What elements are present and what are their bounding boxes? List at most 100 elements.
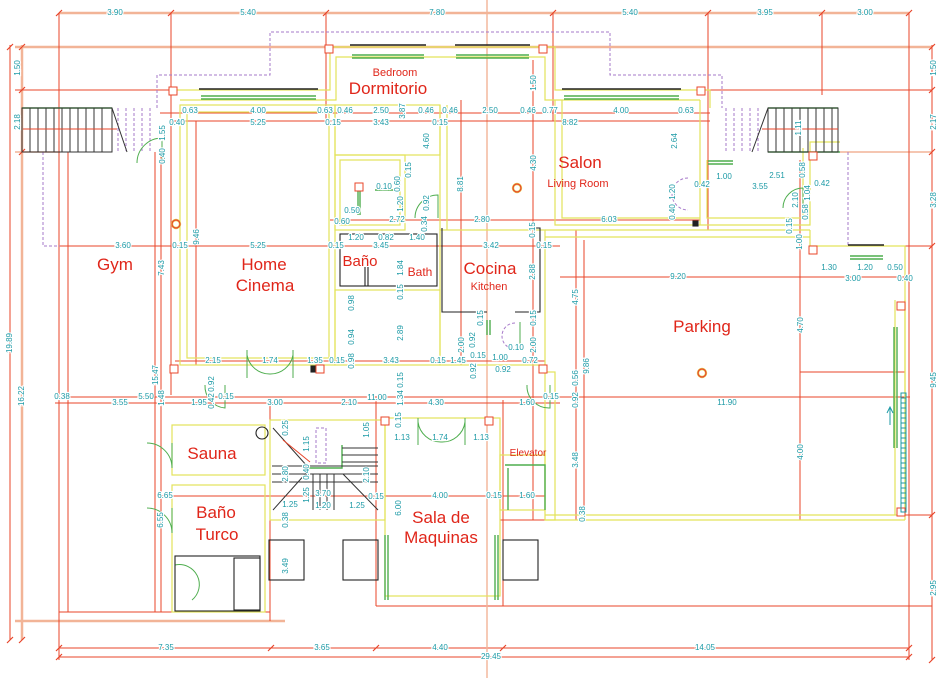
window-pane (308, 445, 343, 469)
dimension-label-interior: 5.25 (250, 241, 266, 250)
hidden-outline (315, 427, 327, 464)
dimension-label-interior: 1.25 (302, 487, 311, 503)
door-swing (246, 350, 294, 378)
dimension-label-top: 3.00 (857, 8, 873, 17)
hidden-outline (156, 31, 723, 108)
dimension-label-interior: 2.50 (482, 106, 498, 115)
room-label-bath: Bath (408, 265, 433, 279)
column-marker (808, 151, 818, 161)
window-pane (564, 95, 679, 100)
garage-ramp (886, 392, 907, 513)
dimension-label-interior: 0.15 (325, 118, 341, 127)
window-pane (456, 54, 529, 59)
dimension-label-bottom: 7.35 (158, 643, 174, 652)
dimension-label-interior: 0.72 (522, 356, 538, 365)
dimension-label-interior: 6.55 (156, 512, 165, 528)
room-label-gym: Gym (97, 255, 133, 274)
dimension-label-interior: 0.50 (344, 206, 360, 215)
wall-outline (334, 289, 441, 366)
window-pane (768, 107, 840, 153)
dimension-label-interior: 1.60 (519, 398, 535, 407)
wall-outline (334, 154, 406, 231)
dimension-label-interior: 1.11 (794, 120, 803, 136)
dimension-label-interior: 1.48 (157, 390, 166, 406)
dimension-label-interior: 1.74 (262, 356, 278, 365)
ramp-hatch (901, 397, 906, 504)
doors (136, 137, 804, 601)
dimension-label-interior: 0.15 (218, 392, 234, 401)
dimension-label-interior: 0.15 (394, 412, 403, 428)
stair-tread (312, 474, 335, 510)
dimension-label-interior: 1.00 (716, 172, 732, 181)
room-label-bedroom: Bedroom (373, 67, 418, 79)
dimension-label-interior: 7.43 (157, 260, 166, 276)
dimension-label-interior: 0.63 (182, 106, 198, 115)
column-marker (896, 301, 906, 311)
dimension-label-interior: 5.25 (250, 118, 266, 127)
dimension-label-interior: 1.20 (315, 501, 331, 510)
room-label-parking: Parking (673, 317, 731, 336)
dimension-label-interior: 0.42 (814, 179, 830, 188)
wall-outline (545, 514, 905, 521)
dimension-label-bottom: 3.65 (314, 643, 330, 652)
door-swing (136, 137, 163, 164)
stair-tread (342, 447, 378, 463)
dimension-label-interior: 0.58 (801, 204, 810, 220)
dimension-label-interior: 2.64 (670, 133, 679, 149)
dimension-label-bottom: 14.05 (695, 643, 716, 652)
dimension-label-interior: 3.55 (752, 182, 768, 191)
dimension-label-interior: 1.20 (348, 233, 364, 242)
door-swing (146, 442, 173, 469)
dimension-label-interior: 0.15 (529, 310, 538, 326)
dimension-label-interior: 0.50 (887, 263, 903, 272)
room-label-cocina: Cocina (464, 259, 517, 278)
dimension-label-interior: 3.48 (571, 452, 580, 468)
dimension-label-interior: 0.15 (430, 356, 446, 365)
dimension-label-interior: 0.92 (207, 376, 216, 392)
wall-outline (554, 100, 700, 226)
dimension-label-interior: 4.70 (796, 317, 805, 333)
window-pane (850, 255, 883, 260)
drain-marker (512, 183, 522, 193)
dimension-label-interior: 0.15 (329, 356, 345, 365)
dimension-label-interior: 0.40 (302, 464, 311, 480)
dimension-label-interior: 6.03 (601, 215, 617, 224)
structural-grid (55, 0, 910, 678)
door-swing (204, 384, 226, 409)
window-pane (352, 54, 424, 59)
grid-line (575, 230, 585, 520)
dimension-label-interior: 0.92 (495, 365, 511, 374)
fixture-outline (342, 539, 379, 581)
dimension-label-interior: 2.89 (396, 325, 405, 341)
dimension-label-interior: 0.92 (571, 392, 580, 408)
dimension-label-interior: 1.00 (795, 234, 804, 250)
wall-outline (172, 46, 711, 108)
dimension-label-interior: 2.10 (341, 398, 357, 407)
dimension-label-interior: 1.84 (396, 260, 405, 276)
dimension-label-right: 3.28 (929, 192, 938, 208)
dimension-label-interior: 4.00 (613, 106, 629, 115)
dimension-label-interior: 0.92 (468, 332, 477, 348)
dimension-label-interior: 0.46 (520, 106, 536, 115)
room-label-bano: Baño (342, 253, 377, 270)
dimension-label-interior: 0.77 (542, 106, 558, 115)
dimension-label-interior: 1.95 (191, 398, 207, 407)
dimension-label-interior: 2.51 (769, 171, 785, 180)
dimension-label-interior: 1.13 (473, 433, 489, 442)
door-swing (414, 194, 439, 219)
dimension-label-interior: 3.42 (483, 241, 499, 250)
wall-outline (699, 100, 840, 226)
dimension-label-interior: 0.15 (528, 222, 537, 238)
hidden-outline (847, 152, 905, 247)
room-label-elevator: Elevator (510, 448, 547, 459)
dimension-label-top: 7.80 (429, 8, 445, 17)
dimension-label-interior: 0.15 (328, 241, 344, 250)
room-label-bano-turco-1: Baño (196, 503, 236, 522)
door-swing (501, 322, 516, 350)
dimension-label-interior: 4.30 (428, 398, 444, 407)
dimension-label-interior: 4.75 (571, 289, 580, 305)
dimension-label-interior: 1.34 (396, 390, 405, 406)
dimension-label-interior: 0.15 (785, 218, 794, 234)
dimension-label-interior: 1.55 (158, 125, 167, 141)
